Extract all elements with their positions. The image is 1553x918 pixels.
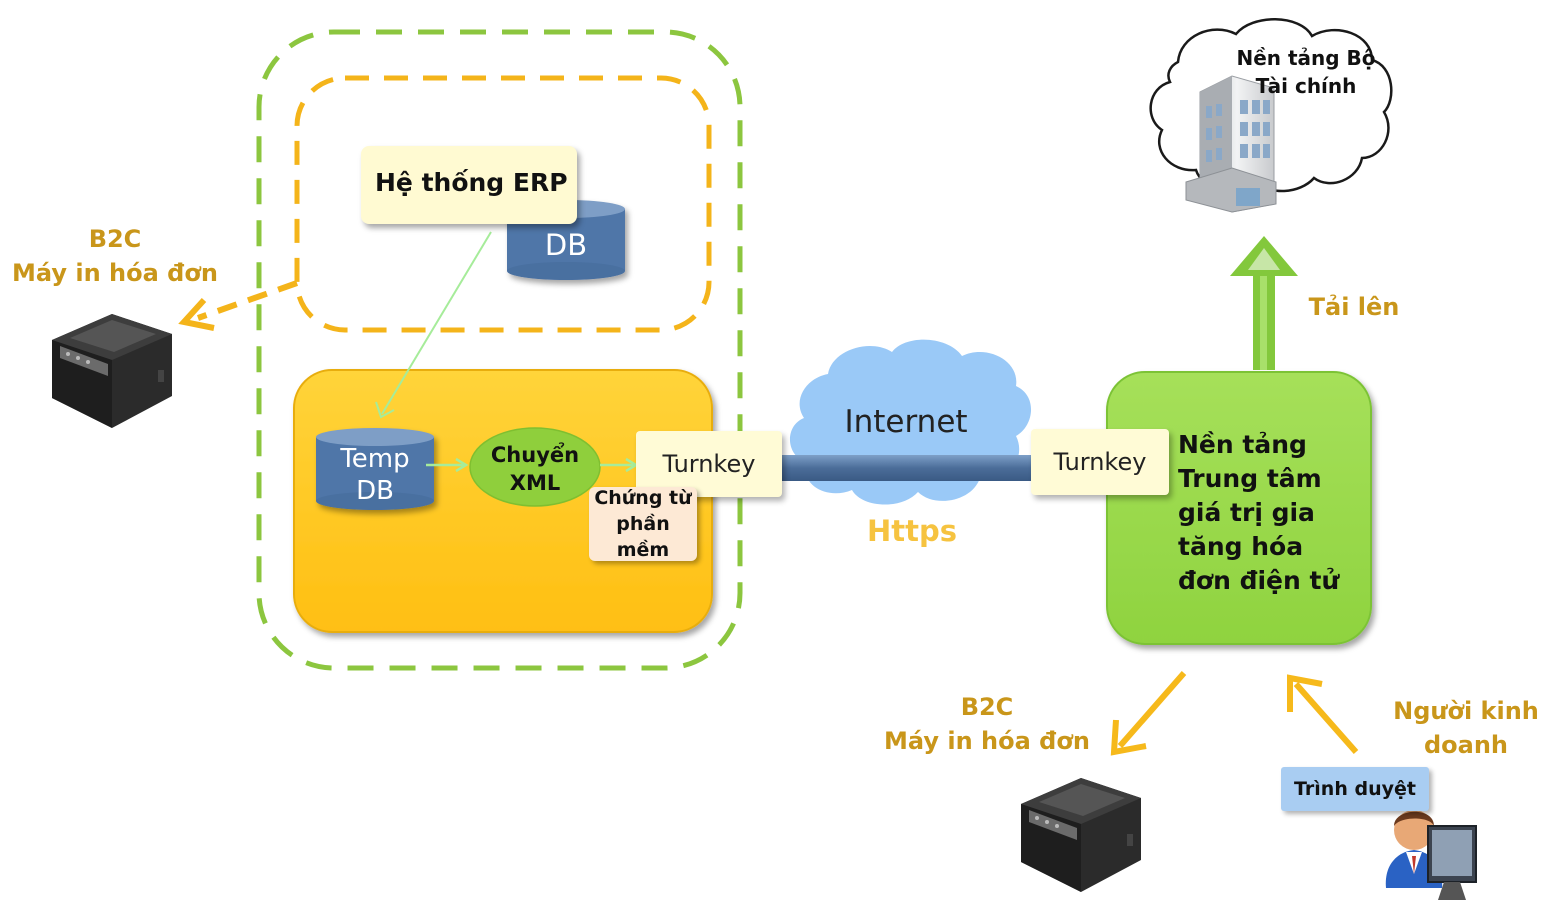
- temp-db-cylinder: [316, 428, 434, 510]
- business-person-line1: Người kinh: [1393, 697, 1539, 725]
- temp-db-label: Temp DB: [316, 443, 434, 507]
- b2c-left-arrow: [178, 280, 298, 331]
- platform-line-1: Nền tảng: [1178, 430, 1307, 459]
- b2c-right-arrow: [1110, 671, 1187, 756]
- https-pipe-front: [780, 455, 1032, 481]
- person-computer-icon: [1385, 810, 1477, 900]
- value-added-platform-label: Nền tảng Trung tâm giá trị gia tăng hóa …: [1178, 428, 1368, 598]
- turnkey-right-box: Turnkey: [1031, 429, 1169, 495]
- turnkey-right-label: Turnkey: [1053, 448, 1147, 476]
- tempdb-to-xml-arrow: [426, 457, 469, 473]
- erp-db-label: DB: [544, 228, 588, 262]
- upload-arrow: [1230, 236, 1298, 370]
- temp-db-label-line2: DB: [356, 476, 394, 506]
- turnkey-left-box: Turnkey: [636, 431, 782, 497]
- ministry-label: Nền tảng Bộ Tài chính: [1226, 44, 1386, 100]
- convert-xml-line1: Chuyển: [490, 443, 580, 467]
- software-voucher-line1: Chứng từ: [594, 487, 692, 509]
- business-to-platform-arrow: [1287, 674, 1359, 754]
- business-person-line2: doanh: [1423, 731, 1509, 759]
- ministry-line2: Tài chính: [1255, 74, 1357, 98]
- erp-orange-boundary: [294, 75, 712, 333]
- platform-line-5: đơn điện tử: [1178, 566, 1340, 595]
- value-added-platform-box: [1106, 371, 1372, 645]
- printer-icon: [52, 314, 172, 428]
- browser-label: Trình duyệt: [1294, 778, 1416, 800]
- erp-to-tempdb-arrow: [375, 231, 492, 419]
- convert-xml-line2: XML: [509, 471, 561, 495]
- erp-system-label: Hệ thống ERP: [375, 167, 568, 197]
- platform-line-4: tăng hóa: [1178, 532, 1304, 561]
- temp-db-label-line1: Temp: [340, 444, 410, 474]
- printer-icon: [1021, 778, 1141, 892]
- browser-box: Trình duyệt: [1281, 767, 1429, 811]
- building-icon: [1185, 75, 1277, 213]
- b2c-left-label: B2C Máy in hóa đơn: [0, 222, 230, 290]
- internet-label: Internet: [844, 404, 968, 440]
- b2c-right-line2: Máy in hóa đơn: [884, 727, 1090, 755]
- outer-green-boundary: [256, 29, 743, 671]
- software-voucher-line2: phần mềm: [616, 513, 670, 561]
- ministry-line1: Nền tảng Bộ: [1236, 46, 1376, 70]
- business-person-label: Người kinh doanh: [1384, 694, 1548, 762]
- platform-line-3: giá trị gia: [1178, 498, 1315, 527]
- software-voucher-box: Chứng từ phần mềm: [589, 487, 697, 561]
- convert-xml-ellipse: [469, 427, 601, 507]
- platform-line-2: Trung tâm: [1178, 464, 1322, 493]
- b2c-left-line1: B2C: [88, 225, 142, 253]
- erp-system-box: Hệ thống ERP: [361, 146, 577, 224]
- b2c-left-line2: Máy in hóa đơn: [12, 259, 218, 287]
- upload-label: Tải lên: [1308, 293, 1400, 321]
- convert-xml-label: Chuyển XML: [470, 441, 600, 497]
- b2c-right-label: B2C Máy in hóa đơn: [872, 690, 1102, 758]
- turnkey-left-label: Turnkey: [662, 450, 756, 478]
- b2c-right-line1: B2C: [960, 693, 1014, 721]
- https-label: Https: [866, 514, 958, 548]
